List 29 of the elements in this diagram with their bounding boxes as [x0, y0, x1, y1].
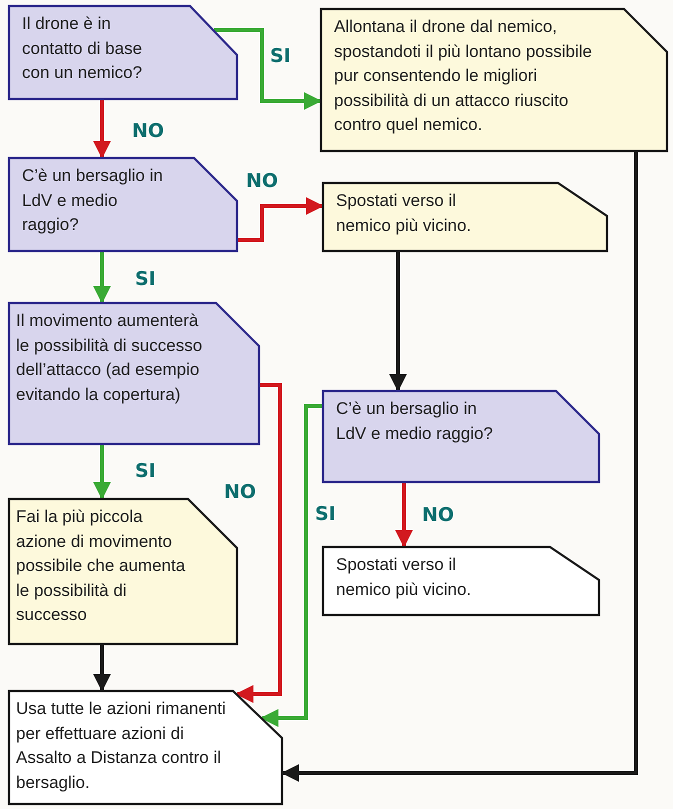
arrow — [235, 383, 282, 703]
decision-box — [322, 390, 600, 483]
action-box — [8, 498, 238, 645]
action-box — [322, 182, 608, 252]
box-text: Il drone è in contatto di base con un nemico? — [22, 13, 144, 84]
arrow — [93, 252, 111, 304]
box-text: Il movimento aumenterà le possibilità di successo dell’attacco (ad esempio evitando la copertura) — [16, 310, 204, 406]
arrow — [281, 152, 638, 782]
arrow — [93, 100, 111, 159]
action-box — [8, 690, 283, 805]
box-text: Usa tutte le azioni rimanenti per effettuare azioni di Assalto a Distanza contro il bersaglio. — [16, 698, 227, 794]
box-text: C’è un bersaglio in LdV e medio raggio? — [22, 165, 164, 236]
box-text: Allontana il drone dal nemico, spostandoti il più lontano possibile pur consentendo le migliori possibilità di un attacco riuscito contro quel nemico. — [334, 16, 594, 136]
box-text: Fai la più piccola azione di movimento possibile che aumenta le possibilità di successo — [16, 506, 186, 626]
box-text: Spostati verso il nemico più vicino. — [336, 190, 472, 236]
box-text: Spostati verso il nemico più vicino. — [336, 554, 472, 600]
arrow — [260, 404, 322, 727]
action-box — [320, 8, 668, 152]
arrow — [395, 483, 413, 548]
decision-box — [8, 5, 238, 100]
arrow — [389, 252, 407, 392]
decision-box — [8, 302, 260, 445]
box-text: C’è un bersaglio in LdV e medio raggio? — [336, 398, 494, 444]
arrow — [93, 645, 111, 692]
decision-box — [8, 157, 238, 252]
arrow — [214, 28, 322, 110]
arrow — [238, 197, 324, 242]
action-box — [322, 546, 600, 616]
arrow — [93, 445, 111, 500]
